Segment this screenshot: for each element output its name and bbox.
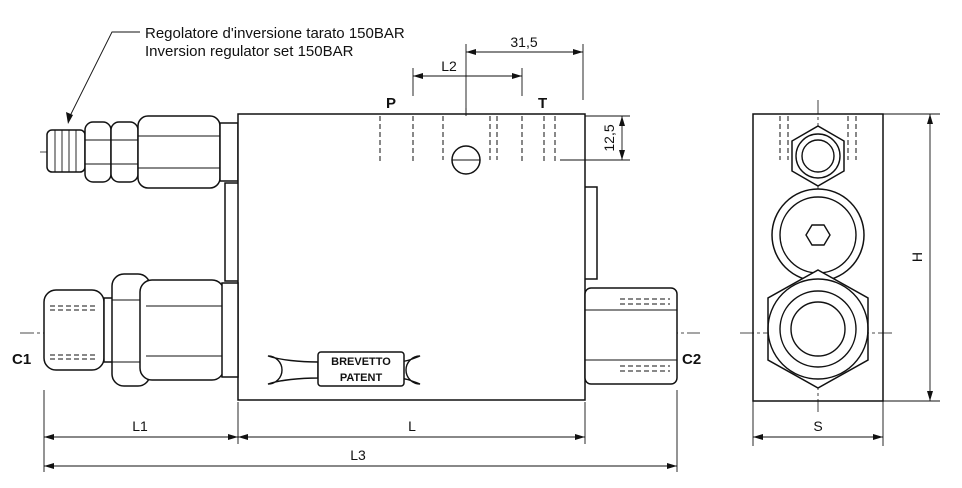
port-label-c2: C2 [682, 351, 701, 368]
port-label-c1: C1 [12, 351, 31, 368]
side-middle-plug [771, 188, 865, 282]
regulator-locknut-2 [110, 121, 139, 183]
port-label-p: P [386, 95, 396, 112]
side-lower-hex-fitting [767, 269, 869, 389]
note-line-italian: Regolatore d'inversione tarato 150BAR [145, 25, 405, 42]
inversion-regulator [46, 115, 239, 189]
front-view: BREVETTO PATENT [12, 95, 701, 401]
regulator-body-nut [137, 115, 221, 189]
c1-body-nut [139, 279, 225, 381]
valve-block [237, 113, 586, 401]
patent-label-italian: BREVETTO [331, 356, 391, 368]
dim-12-5-label: 12,5 [601, 124, 617, 151]
note-leader-arrow [66, 112, 73, 124]
dim-s-label: S [813, 418, 822, 434]
dim-l-label: L [408, 418, 416, 434]
c2-fitting [584, 287, 678, 385]
front-dimensions: 31,5 L2 12,5 L1 L L3 [43, 34, 678, 472]
dim-31-5-label: 31,5 [510, 34, 537, 50]
regulator-note: Regolatore d'inversione tarato 150BAR In… [66, 25, 405, 124]
regulator-locknut-1 [84, 121, 112, 183]
dim-h-label: H [909, 252, 925, 262]
regulator-seat [219, 122, 239, 182]
dim-l1-label: L1 [132, 418, 148, 434]
hidden-port-lines [379, 116, 556, 162]
patent-plate: BREVETTO PATENT [267, 351, 421, 387]
side-view: H S [740, 100, 940, 446]
note-line-english: Inversion regulator set 150BAR [145, 43, 354, 60]
c1-seat [221, 282, 239, 378]
c1-fitting [43, 273, 239, 387]
regulator-stem [46, 129, 86, 173]
left-side-plug [224, 182, 240, 282]
patent-label-english: PATENT [340, 372, 383, 384]
dim-l3-label: L3 [350, 447, 366, 463]
c2-body-nut [584, 287, 678, 385]
patent-label-box [317, 351, 405, 387]
c1-end-nut [43, 289, 105, 371]
port-label-t: T [538, 95, 547, 112]
note-leader-line [67, 31, 140, 121]
dim-l2-label: L2 [441, 58, 457, 74]
side-top-hex-fitting [791, 125, 845, 187]
